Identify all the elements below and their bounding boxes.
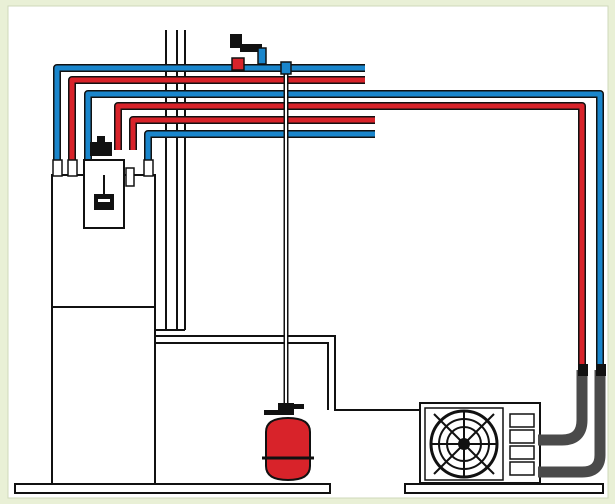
fan-icon [429, 409, 499, 479]
floor-base-right [404, 483, 604, 494]
pipe-stub-4 [143, 159, 154, 177]
tee-fitting [280, 61, 292, 75]
air-vent-arm [240, 44, 262, 52]
hose-connector-2 [596, 364, 606, 376]
control-display-screen [98, 199, 110, 202]
air-vent-body [231, 57, 245, 71]
air-vent-cap [230, 34, 242, 48]
expansion-vessel-icon [262, 403, 314, 482]
pipe-cold-outdoor-fill [85, 91, 603, 375]
pipe-stub-1 [52, 159, 63, 177]
pipe-cold-top-fill [54, 65, 365, 165]
wiring-outline [155, 335, 420, 411]
pipe-stub-2 [67, 159, 78, 177]
pipe-hot-top-fill [69, 77, 365, 165]
hose-lower [538, 370, 606, 478]
outdoor-grille-4 [509, 461, 535, 476]
pipe-cold-short-fill [145, 131, 375, 165]
indoor-unit-lower [51, 306, 156, 485]
outdoor-grille-2 [509, 429, 535, 444]
control-valve-stem [97, 136, 105, 144]
wiring-outline-inner [155, 342, 329, 410]
hose-connector-1 [578, 364, 588, 376]
hose-upper [538, 370, 588, 446]
air-vent-fitting [257, 47, 267, 65]
pipe-hot-outdoor-fill [115, 103, 585, 375]
outdoor-grille-1 [509, 413, 535, 428]
floor-base-left [14, 483, 331, 494]
control-valve-block [90, 142, 112, 156]
control-side-fitting [125, 167, 135, 187]
pipe-hot-short-fill [130, 117, 375, 150]
outdoor-grille-3 [509, 445, 535, 460]
